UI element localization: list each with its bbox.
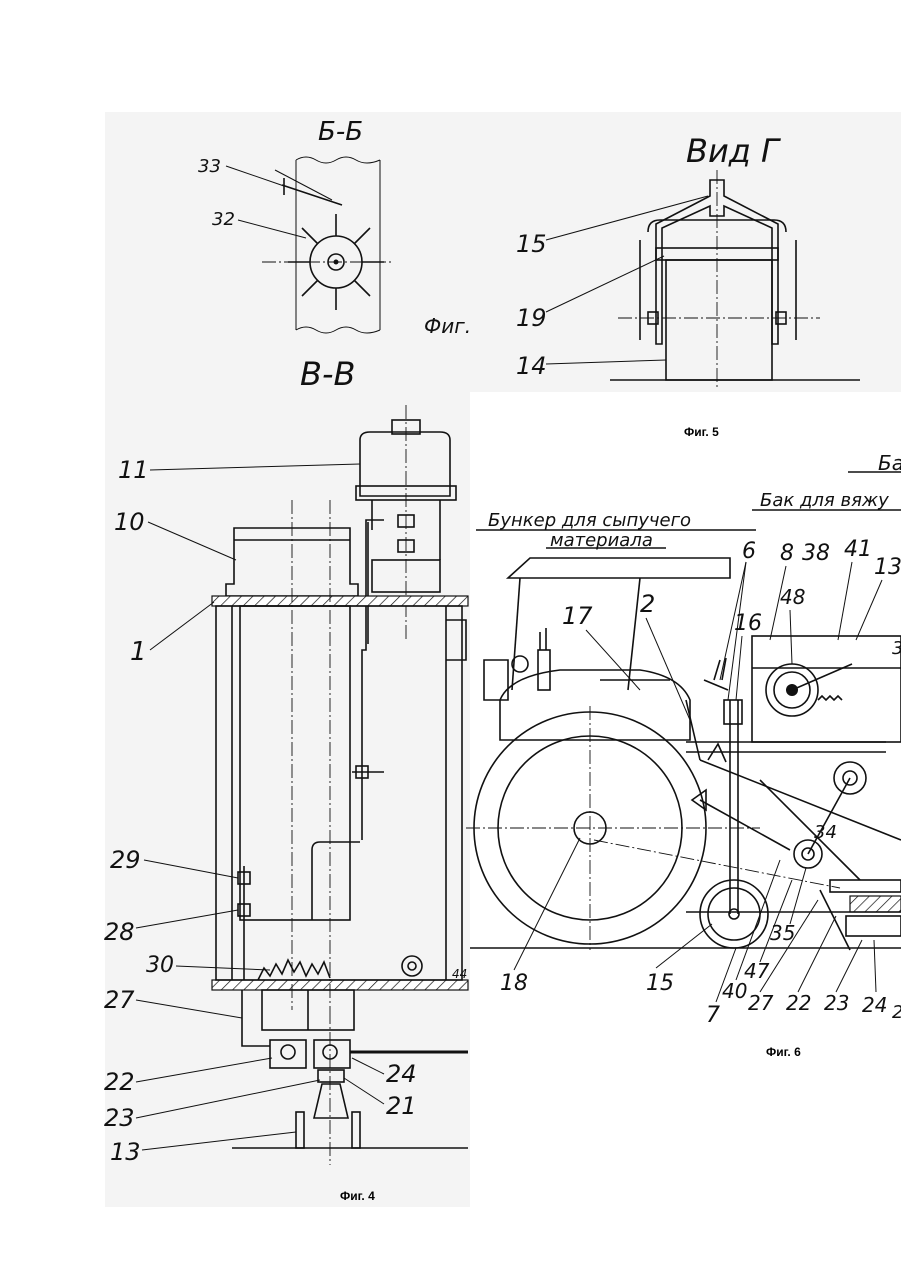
scan-region-left bbox=[105, 112, 470, 1207]
label-47: 47 bbox=[744, 959, 770, 983]
section-bb-title: Б-Б bbox=[318, 117, 363, 147]
label-34: 34 bbox=[814, 822, 837, 843]
label-33: 33 bbox=[198, 156, 221, 177]
label-18: 18 bbox=[500, 971, 528, 996]
label-38: 38 bbox=[802, 541, 830, 566]
label-23-fig4: 23 bbox=[104, 1104, 135, 1132]
label-24-fig4: 24 bbox=[386, 1060, 417, 1088]
label-19-fig5: 19 bbox=[516, 304, 547, 332]
label-11: 11 bbox=[118, 456, 149, 484]
label-27-fig6: 27 bbox=[748, 991, 774, 1015]
fig5-title: Вид Г bbox=[686, 132, 781, 170]
label-41: 41 bbox=[844, 537, 872, 562]
label-32: 32 bbox=[212, 209, 235, 230]
label-16: 16 bbox=[734, 611, 762, 636]
label-48: 48 bbox=[780, 585, 805, 609]
label-1: 1 bbox=[130, 637, 147, 667]
label-21: 21 bbox=[386, 1092, 417, 1120]
label-44: 44 bbox=[452, 967, 467, 981]
label-22-fig6: 22 bbox=[786, 991, 811, 1015]
fig-fragment-label: Фиг. bbox=[424, 314, 471, 338]
fig4-caption: Фиг. 4 bbox=[340, 1189, 375, 1203]
label-22: 22 bbox=[104, 1068, 135, 1096]
fig6-caption: Фиг. 6 bbox=[766, 1045, 801, 1059]
label-14-fig5: 14 bbox=[516, 352, 547, 380]
label-15-fig6: 15 bbox=[646, 971, 674, 996]
fig6-figure: Ба Бак для вяжу Бункер для сыпучего мате… bbox=[466, 451, 901, 1059]
label-10: 10 bbox=[114, 508, 145, 536]
label-3: 3 bbox=[892, 638, 901, 659]
label-13-fig4: 13 bbox=[110, 1138, 141, 1166]
fig5-caption: Фиг. 5 bbox=[684, 425, 719, 439]
label-29: 29 bbox=[110, 846, 141, 874]
label-8: 8 bbox=[780, 541, 794, 566]
fig4-title: В-В bbox=[300, 355, 355, 393]
label-23-fig6: 23 bbox=[824, 991, 849, 1015]
label-30: 30 bbox=[146, 953, 174, 978]
label-2-edge: 2 bbox=[892, 1002, 901, 1023]
fig6-note-tank: Бак для вяжу bbox=[760, 490, 889, 511]
label-24-fig6: 24 bbox=[862, 993, 887, 1017]
label-15-fig5: 15 bbox=[516, 230, 547, 258]
label-27: 27 bbox=[104, 986, 135, 1014]
label-17: 17 bbox=[562, 602, 593, 630]
fig6-note-hopper-line1: Бункер для сыпучего bbox=[488, 510, 691, 531]
label-6: 6 bbox=[742, 539, 756, 564]
label-2-fig6: 2 bbox=[640, 590, 655, 618]
label-28: 28 bbox=[104, 918, 135, 946]
label-7: 7 bbox=[706, 1003, 720, 1028]
label-13-fig6: 13 bbox=[874, 555, 901, 580]
